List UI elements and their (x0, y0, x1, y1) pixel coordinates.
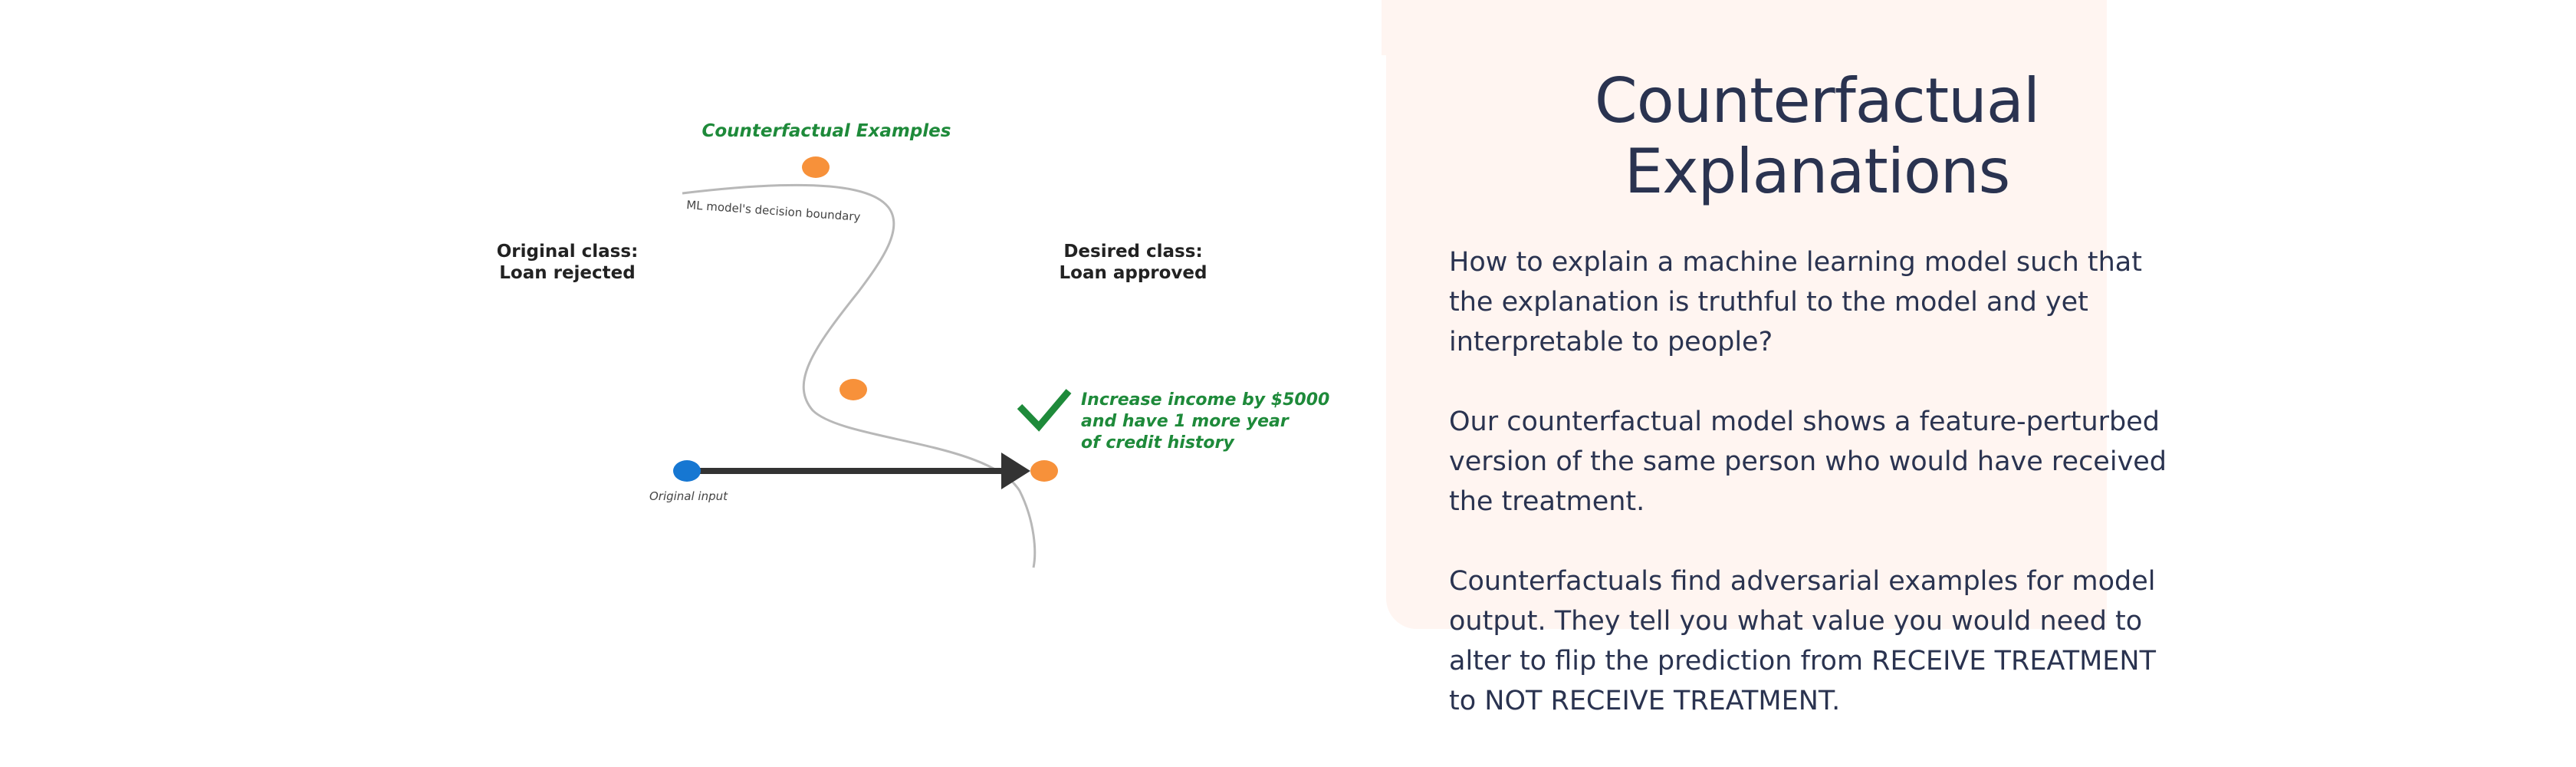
suggestion-line3: of credit history (1081, 433, 1235, 453)
paragraph-adversarial: Counterfactuals find adversarial example… (1449, 566, 2156, 716)
counterfactual-diagram: Counterfactual Examples ML model's decis… (497, 121, 1329, 568)
counterfactual-point-target (1030, 460, 1058, 482)
paragraph-intro: How to explain a machine learning model … (1449, 247, 2142, 357)
desired-class-line1: Desired class: (1063, 242, 1202, 262)
desired-class-line2: Loan approved (1059, 263, 1207, 283)
explanation-panel: Counterfactual Explanations How to expla… (1449, 66, 2185, 761)
suggestion-line2: and have 1 more year (1081, 412, 1290, 431)
counterfactual-point-middle (840, 379, 867, 400)
original-class-line1: Original class: (497, 242, 639, 262)
suggestion-line1: Increase income by $5000 (1081, 390, 1329, 410)
original-input-label: Original input (649, 489, 728, 503)
paragraph-model: Our counterfactual model shows a feature… (1449, 407, 2167, 517)
decision-boundary-label: ML model's decision boundary (686, 198, 861, 224)
original-class-line2: Loan rejected (499, 263, 635, 283)
title-line2: Explanations (1624, 136, 2011, 207)
title-line1: Counterfactual (1594, 65, 2040, 137)
original-input-point (673, 460, 701, 482)
counterfactual-examples-label: Counterfactual Examples (702, 121, 951, 141)
decision-boundary-curve (682, 183, 1037, 568)
panel-background (1382, 0, 2107, 629)
checkmark-icon (1017, 389, 1072, 432)
arrow-head (1001, 453, 1030, 489)
counterfactual-point-top (802, 156, 830, 178)
page-title: Counterfactual Explanations (1449, 66, 2185, 207)
